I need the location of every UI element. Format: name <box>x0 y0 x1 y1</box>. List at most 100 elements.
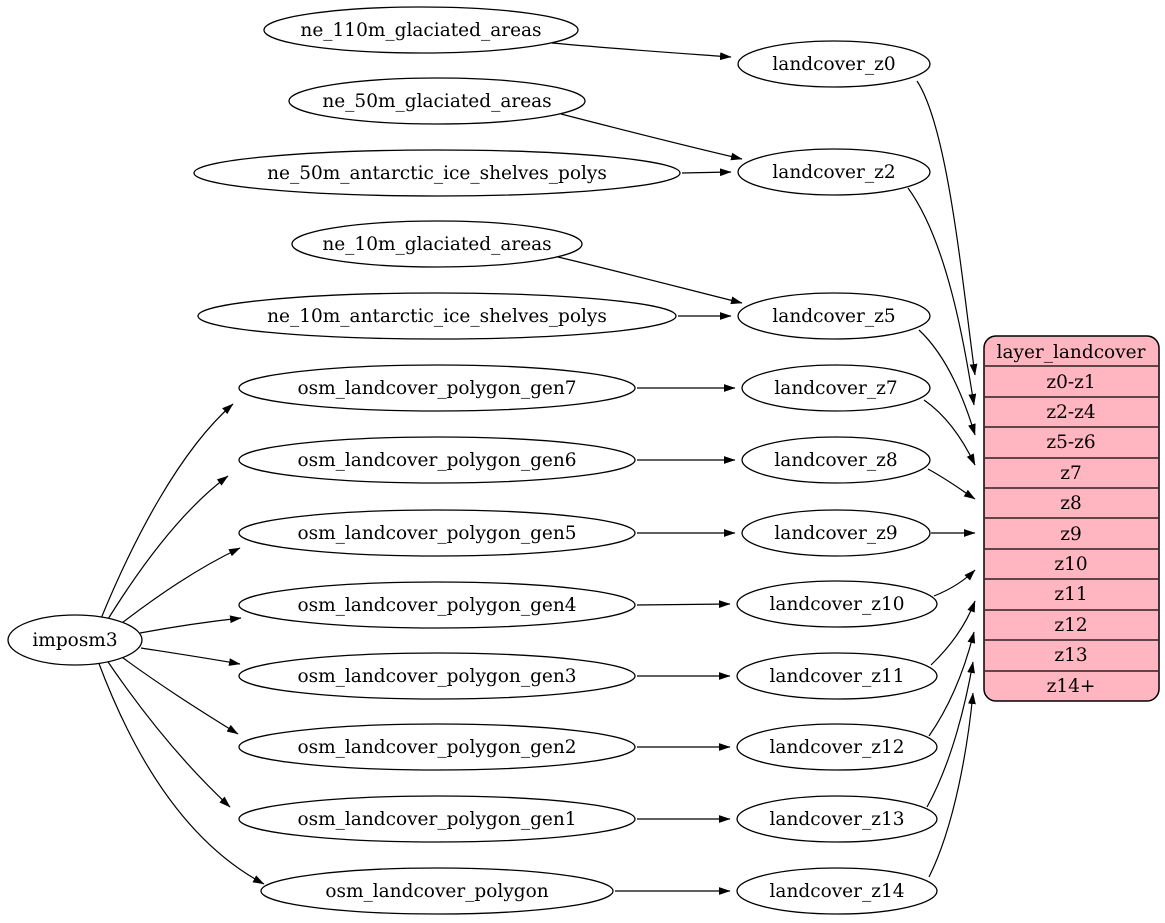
node-label: landcover_z9 <box>774 523 897 544</box>
node-label: landcover_z10 <box>770 594 905 615</box>
node-label: landcover_z7 <box>774 378 897 399</box>
edge-imposm3-to-osm-landcover-polygon-gen1 <box>103 655 231 808</box>
node-landcover-z0: landcover_z0 <box>737 40 931 88</box>
edge-ne-50m-antarctic-ice-shelves-polys-to-landcover-z2 <box>681 168 732 177</box>
node-label: landcover_z14 <box>770 881 905 902</box>
node-label: landcover_z13 <box>770 809 905 830</box>
node-shape <box>238 581 636 629</box>
table-row-z10: z10 <box>1054 554 1087 575</box>
node-label: osm_landcover_polygon_gen5 <box>297 523 576 544</box>
node-ne-10m-antarctic-ice-shelves-polys: ne_10m_antarctic_ice_shelves_polys <box>197 292 677 340</box>
node-shape <box>238 652 636 700</box>
table-row-z13: z13 <box>1054 645 1087 666</box>
node-shape <box>736 580 938 628</box>
table-row-z11: z11 <box>1054 584 1087 605</box>
node-shape <box>736 723 938 771</box>
node-landcover-z8: landcover_z8 <box>741 436 931 484</box>
node-label: osm_landcover_polygon_gen7 <box>297 378 576 399</box>
table-row-z2-z4: z2-z4 <box>1046 402 1095 423</box>
edge-layer <box>97 42 978 895</box>
edge-imposm3-to-osm-landcover-polygon-gen2 <box>114 651 239 735</box>
node-ne-110m-glaciated-areas: ne_110m_glaciated_areas <box>263 6 579 54</box>
node-osm-landcover-polygon-gen4: osm_landcover_polygon_gen4 <box>238 581 636 629</box>
edge-landcover-z10-to-row-z10 <box>933 569 976 597</box>
node-label: landcover_z12 <box>770 737 905 758</box>
node-shape <box>238 795 636 843</box>
node-label: ne_110m_glaciated_areas <box>300 20 541 41</box>
node-label: osm_landcover_polygon_gen6 <box>297 450 576 471</box>
node-landcover-z13: landcover_z13 <box>736 795 938 843</box>
edge-landcover-z5-to-row-z5-z6 <box>918 329 976 436</box>
node-osm-landcover-polygon-gen2: osm_landcover_polygon_gen2 <box>238 723 636 771</box>
node-shape <box>736 867 938 915</box>
node-landcover-z2: landcover_z2 <box>737 148 931 196</box>
edge-ne-10m-glaciated-areas-to-landcover-z5 <box>557 256 743 305</box>
table-row-z12: z12 <box>1054 615 1087 636</box>
node-shape <box>736 795 938 843</box>
node-label: osm_landcover_polygon_gen3 <box>297 666 576 687</box>
node-landcover-z14: landcover_z14 <box>736 867 938 915</box>
node-label: osm_landcover_polygon_gen1 <box>297 809 576 830</box>
node-shape <box>737 292 931 340</box>
node-shape <box>741 509 931 557</box>
edge-landcover-z8-to-row-z8 <box>927 468 976 500</box>
node-shape <box>291 220 583 268</box>
node-shape <box>741 364 931 412</box>
table-row-z14plus: z14+ <box>1047 676 1096 697</box>
node-label: landcover_z0 <box>772 54 895 75</box>
node-label: landcover_z11 <box>770 666 905 687</box>
node-shape <box>197 292 677 340</box>
node-label: ne_50m_antarctic_ice_shelves_polys <box>267 163 607 184</box>
node-shape <box>238 509 636 557</box>
node-label: ne_10m_glaciated_areas <box>322 234 551 255</box>
node-shape <box>238 723 636 771</box>
edge-landcover-z13-to-row-z13 <box>926 661 975 808</box>
table-row-z7: z7 <box>1060 463 1082 484</box>
node-landcover-z11: landcover_z11 <box>736 652 938 700</box>
node-label: osm_landcover_polygon_gen2 <box>297 737 576 758</box>
node-shape <box>737 148 931 196</box>
node-imposm3: imposm3 <box>7 614 143 666</box>
node-ne-50m-glaciated-areas: ne_50m_glaciated_areas <box>288 77 586 125</box>
edge-imposm3-to-osm-landcover-polygon-gen5 <box>113 547 241 630</box>
edge-imposm3-to-osm-landcover-polygon <box>97 660 265 885</box>
node-label: landcover_z2 <box>772 162 895 183</box>
edge-gen4-to-landcover-z10 <box>636 600 731 609</box>
table-row-z8: z8 <box>1060 493 1082 514</box>
node-osm-landcover-polygon-gen6: osm_landcover_polygon_gen6 <box>238 436 636 484</box>
table-row-z9: z9 <box>1060 524 1082 545</box>
edge-landcover-z12-to-row-z12 <box>928 631 976 737</box>
table-title: layer_landcover <box>997 342 1146 363</box>
table-row-z5-z6: z5-z6 <box>1046 432 1095 453</box>
node-label: imposm3 <box>32 630 117 651</box>
node-ne-10m-glaciated-areas: ne_10m_glaciated_areas <box>291 220 583 268</box>
node-shape <box>7 614 143 666</box>
node-shape <box>263 6 579 54</box>
node-label: ne_50m_glaciated_areas <box>322 91 551 112</box>
node-shape <box>737 40 931 88</box>
node-osm-landcover-polygon-gen7: osm_landcover_polygon_gen7 <box>238 364 636 412</box>
edge-imposm3-to-osm-landcover-polygon-gen6 <box>104 475 229 625</box>
edge-landcover-z7-to-row-z7 <box>923 399 976 466</box>
node-shape <box>238 436 636 484</box>
node-osm-landcover-polygon-gen5: osm_landcover_polygon_gen5 <box>238 509 636 557</box>
node-shape <box>260 867 614 915</box>
node-shape <box>288 77 586 125</box>
node-label: landcover_z8 <box>774 450 897 471</box>
node-shape <box>238 364 636 412</box>
edge-landcover-z2-to-row-z2-z4 <box>907 187 977 406</box>
node-landcover-z10: landcover_z10 <box>736 580 938 628</box>
edge-landcover-z11-to-row-z11 <box>930 600 976 666</box>
edge-landcover-z14-to-row-z14plus <box>928 692 976 878</box>
node-label: osm_landcover_polygon <box>325 881 548 902</box>
edge-imposm3-to-osm-landcover-polygon-gen4 <box>139 615 242 634</box>
edge-ne-50m-glaciated-areas-to-landcover-z2 <box>560 113 743 161</box>
node-osm-landcover-polygon-gen3: osm_landcover_polygon_gen3 <box>238 652 636 700</box>
node-osm-landcover-polygon-gen1: osm_landcover_polygon_gen1 <box>238 795 636 843</box>
node-landcover-z7: landcover_z7 <box>741 364 931 412</box>
node-ne-50m-antarctic-ice-shelves-polys: ne_50m_antarctic_ice_shelves_polys <box>193 149 681 197</box>
edge-landcover-z0-to-row-z0-z1 <box>916 80 978 376</box>
node-shape <box>193 149 681 197</box>
node-shape <box>736 652 938 700</box>
